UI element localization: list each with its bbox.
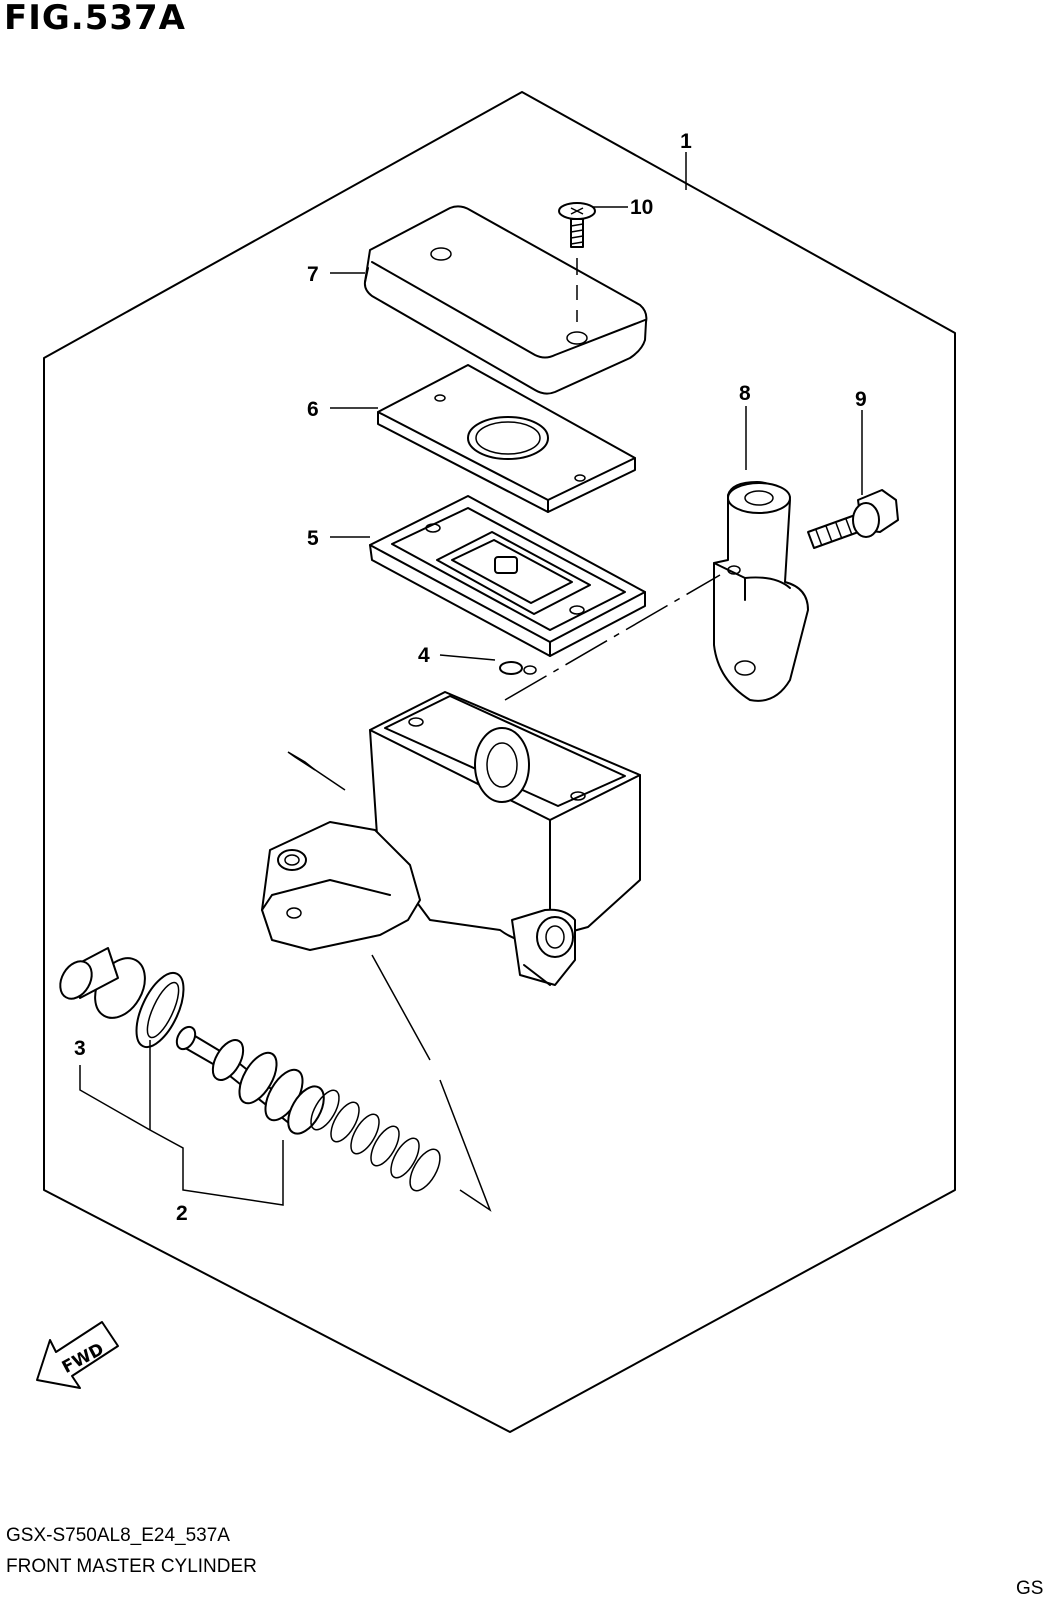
callout-9: 9 <box>855 388 867 411</box>
diaphragm-plate[interactable] <box>377 364 636 513</box>
guide-lines <box>287 574 721 1212</box>
piston-spring[interactable] <box>305 1086 446 1195</box>
callout-8: 8 <box>739 382 751 405</box>
callout-4: 4 <box>418 644 430 667</box>
callout-5: 5 <box>307 527 319 550</box>
diaphragm[interactable] <box>369 495 646 657</box>
lever-holder[interactable] <box>713 481 809 702</box>
assembly-boundary <box>43 91 956 1433</box>
figure-code: GSX-S750AL8_E24_537A <box>6 1525 230 1546</box>
fwd-arrow-icon: FWD <box>36 1321 119 1389</box>
callout-1: 1 <box>680 130 692 153</box>
callout-10: 10 <box>630 196 653 219</box>
callout-2: 2 <box>176 1202 188 1225</box>
callout-6: 6 <box>307 398 319 421</box>
callout-3: 3 <box>74 1037 86 1060</box>
leader-lines <box>79 152 863 1206</box>
holder-bolt[interactable] <box>807 489 899 549</box>
reservoir-cap[interactable] <box>363 205 648 395</box>
figure-name: FRONT MASTER CYLINDER <box>6 1556 257 1577</box>
callout-7: 7 <box>307 263 319 286</box>
cap-screw[interactable] <box>558 202 596 322</box>
figure-title: FIG.537A <box>4 0 186 38</box>
clip[interactable] <box>499 661 537 675</box>
master-cylinder-body[interactable] <box>261 691 641 986</box>
piston-cup-boot[interactable] <box>54 947 155 1027</box>
figure-corner-fragment: GS <box>1016 1578 1044 1599</box>
piston[interactable] <box>173 1024 331 1140</box>
circlip[interactable] <box>127 966 193 1054</box>
